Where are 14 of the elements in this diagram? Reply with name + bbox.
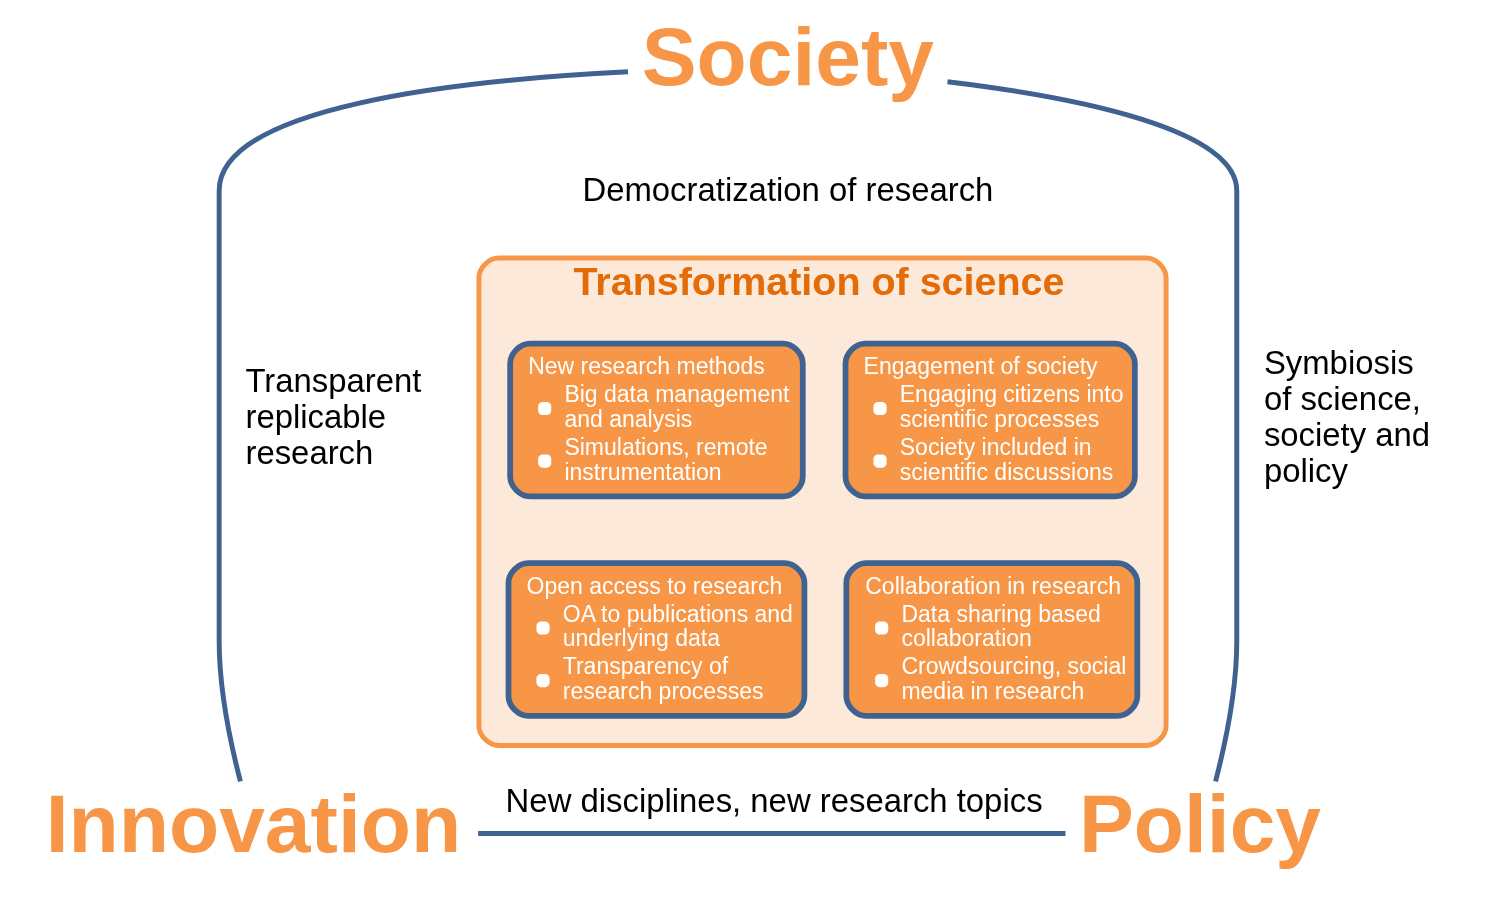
- connector: [946, 79, 1239, 782]
- node-box: New research methods Big data management and analysis Simulations, remote instrumentation: [506, 340, 806, 500]
- node-box: Collaboration in research Data sharing based collaboration Crowdsourcing, social media in research: [842, 560, 1140, 719]
- node-text: Society: [641, 11, 934, 103]
- node-text: Policy: [1078, 778, 1321, 870]
- label: Democratization of research: [581, 170, 993, 208]
- node-text: Innovation: [45, 778, 461, 870]
- edge-label: New disciplines, new research topics: [505, 782, 1043, 820]
- edge-label: Transparent replicable research: [244, 362, 421, 472]
- edge-label: Symbiosis of science, society and policy: [1263, 343, 1430, 490]
- connector: [216, 69, 628, 782]
- connector: [477, 831, 1065, 836]
- node-box: Engagement of society Engaging citizens into scientific processes Society included in scientific discussions: [842, 340, 1138, 500]
- node-box: Open access to research OA to publications and underlying data Transparency of research processes: [505, 560, 807, 719]
